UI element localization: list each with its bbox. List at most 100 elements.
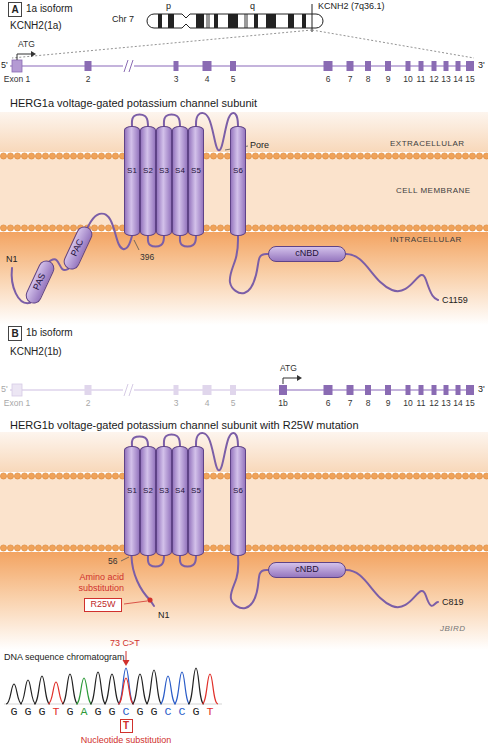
transmembrane-helix: S1 [124, 126, 140, 236]
sequence-base: C [179, 705, 186, 719]
figure-part [146, 670, 162, 704]
figure-part [160, 676, 176, 704]
figure-part [406, 61, 411, 71]
helix-label: S6 [233, 487, 243, 496]
sequence-base [88, 705, 95, 719]
sequence-base: G [39, 705, 46, 719]
callout-number: 56 [108, 556, 117, 566]
callout-number: 396 [140, 252, 154, 262]
figure-part [324, 61, 333, 71]
domain-label: PAS [32, 272, 48, 292]
sequence-base: G [109, 705, 116, 719]
figure-part [10, 65, 474, 67]
sequence-base: G [137, 705, 144, 719]
figure-part [312, 4, 313, 32]
figure-part [432, 385, 437, 395]
chromosome-art [12, 4, 474, 58]
mutation-label: R25W [90, 600, 115, 610]
figure-part [174, 61, 179, 71]
sequence-text: G G G T G A G G C G G C C G T [11, 706, 214, 718]
callout-number: 9 [386, 74, 391, 84]
membrane-background [0, 112, 488, 650]
transmembrane-helix: S2 [140, 126, 156, 236]
figure-part [419, 61, 424, 71]
figure-part [20, 680, 36, 704]
callout-number: 2 [86, 74, 91, 84]
callout-number: 2 [86, 398, 91, 408]
figure-part [346, 254, 438, 300]
sequence-base [46, 705, 53, 719]
figure-part [123, 382, 134, 398]
callout-number: 7 [348, 74, 353, 84]
sequence-base [186, 705, 193, 719]
transmembrane-helix: S6 [230, 126, 246, 236]
panel-letter: B [11, 328, 18, 339]
sequence-base: T [207, 705, 214, 719]
sequence-base: C [123, 705, 130, 719]
transmembrane-helix: S1 [124, 446, 140, 556]
transmembrane-helix: S2 [140, 446, 156, 556]
figure-part [419, 385, 424, 395]
annotation: 5' [1, 60, 8, 71]
figure-part [76, 678, 92, 704]
annotation: Pore [250, 140, 269, 151]
figure-part [456, 61, 461, 71]
callout-number: 4 [205, 398, 210, 408]
figure-part [121, 557, 129, 561]
helix-label: S4 [175, 487, 185, 496]
polypeptide-chain [132, 436, 148, 446]
figure-part [10, 389, 279, 391]
callout-number: 12 [429, 398, 438, 408]
annotation: N1 [6, 254, 18, 265]
signature: JBIRD [440, 624, 466, 634]
panel-box: B [8, 326, 22, 341]
panel-heading: 1b isoform [26, 327, 73, 339]
helix-label: S3 [159, 487, 169, 496]
figure-part [466, 61, 474, 71]
polypeptide-chain [148, 556, 164, 567]
callout-number: 6 [326, 398, 331, 408]
callout-number: ATG [280, 363, 297, 373]
callout-number: 8 [366, 398, 371, 408]
callout-number: 12 [429, 74, 438, 84]
annotation: 3' [478, 60, 485, 71]
callout-number: 9 [386, 398, 391, 408]
sequence-base [60, 705, 67, 719]
figure-part [385, 61, 391, 71]
sequence-base [200, 705, 207, 719]
figure-part [206, 14, 210, 28]
callout-number: 15 [465, 398, 474, 408]
callout-number: 8 [366, 74, 371, 84]
panel-letter: A [11, 4, 18, 15]
transmembrane-helix: S4 [172, 446, 188, 556]
callout-number: Exon 1 [4, 398, 30, 408]
transmembrane-helix: S3 [156, 126, 172, 236]
figure-part [0, 232, 488, 325]
annotation: KCNH2 (7q36.1) [318, 1, 385, 12]
figure-part [347, 385, 354, 395]
figure-part [124, 384, 133, 396]
figure-part [202, 674, 218, 704]
sequence-base: G [67, 705, 74, 719]
figure-part [124, 60, 133, 72]
polypeptide-chain [180, 236, 196, 247]
figure-part [456, 385, 461, 395]
figure-part [188, 668, 204, 704]
callout-number: 7 [348, 398, 353, 408]
chromosome-label: q [250, 2, 255, 12]
figure-part [34, 676, 50, 704]
figure-part [123, 58, 134, 74]
figure-part [118, 678, 134, 704]
mutation-note: 73 C>T [110, 638, 140, 649]
polypeptide-chain [148, 236, 164, 247]
callout-number: 6 [326, 74, 331, 84]
transmembrane-helix: S5 [188, 126, 204, 236]
helix-label: S5 [191, 167, 201, 176]
polypeptide-chain [164, 435, 180, 447]
mutation-site [147, 597, 152, 602]
mutation-note: Amino acid substitution [38, 572, 124, 594]
sequence-base [32, 705, 39, 719]
protein-domain: PAC [61, 224, 95, 272]
